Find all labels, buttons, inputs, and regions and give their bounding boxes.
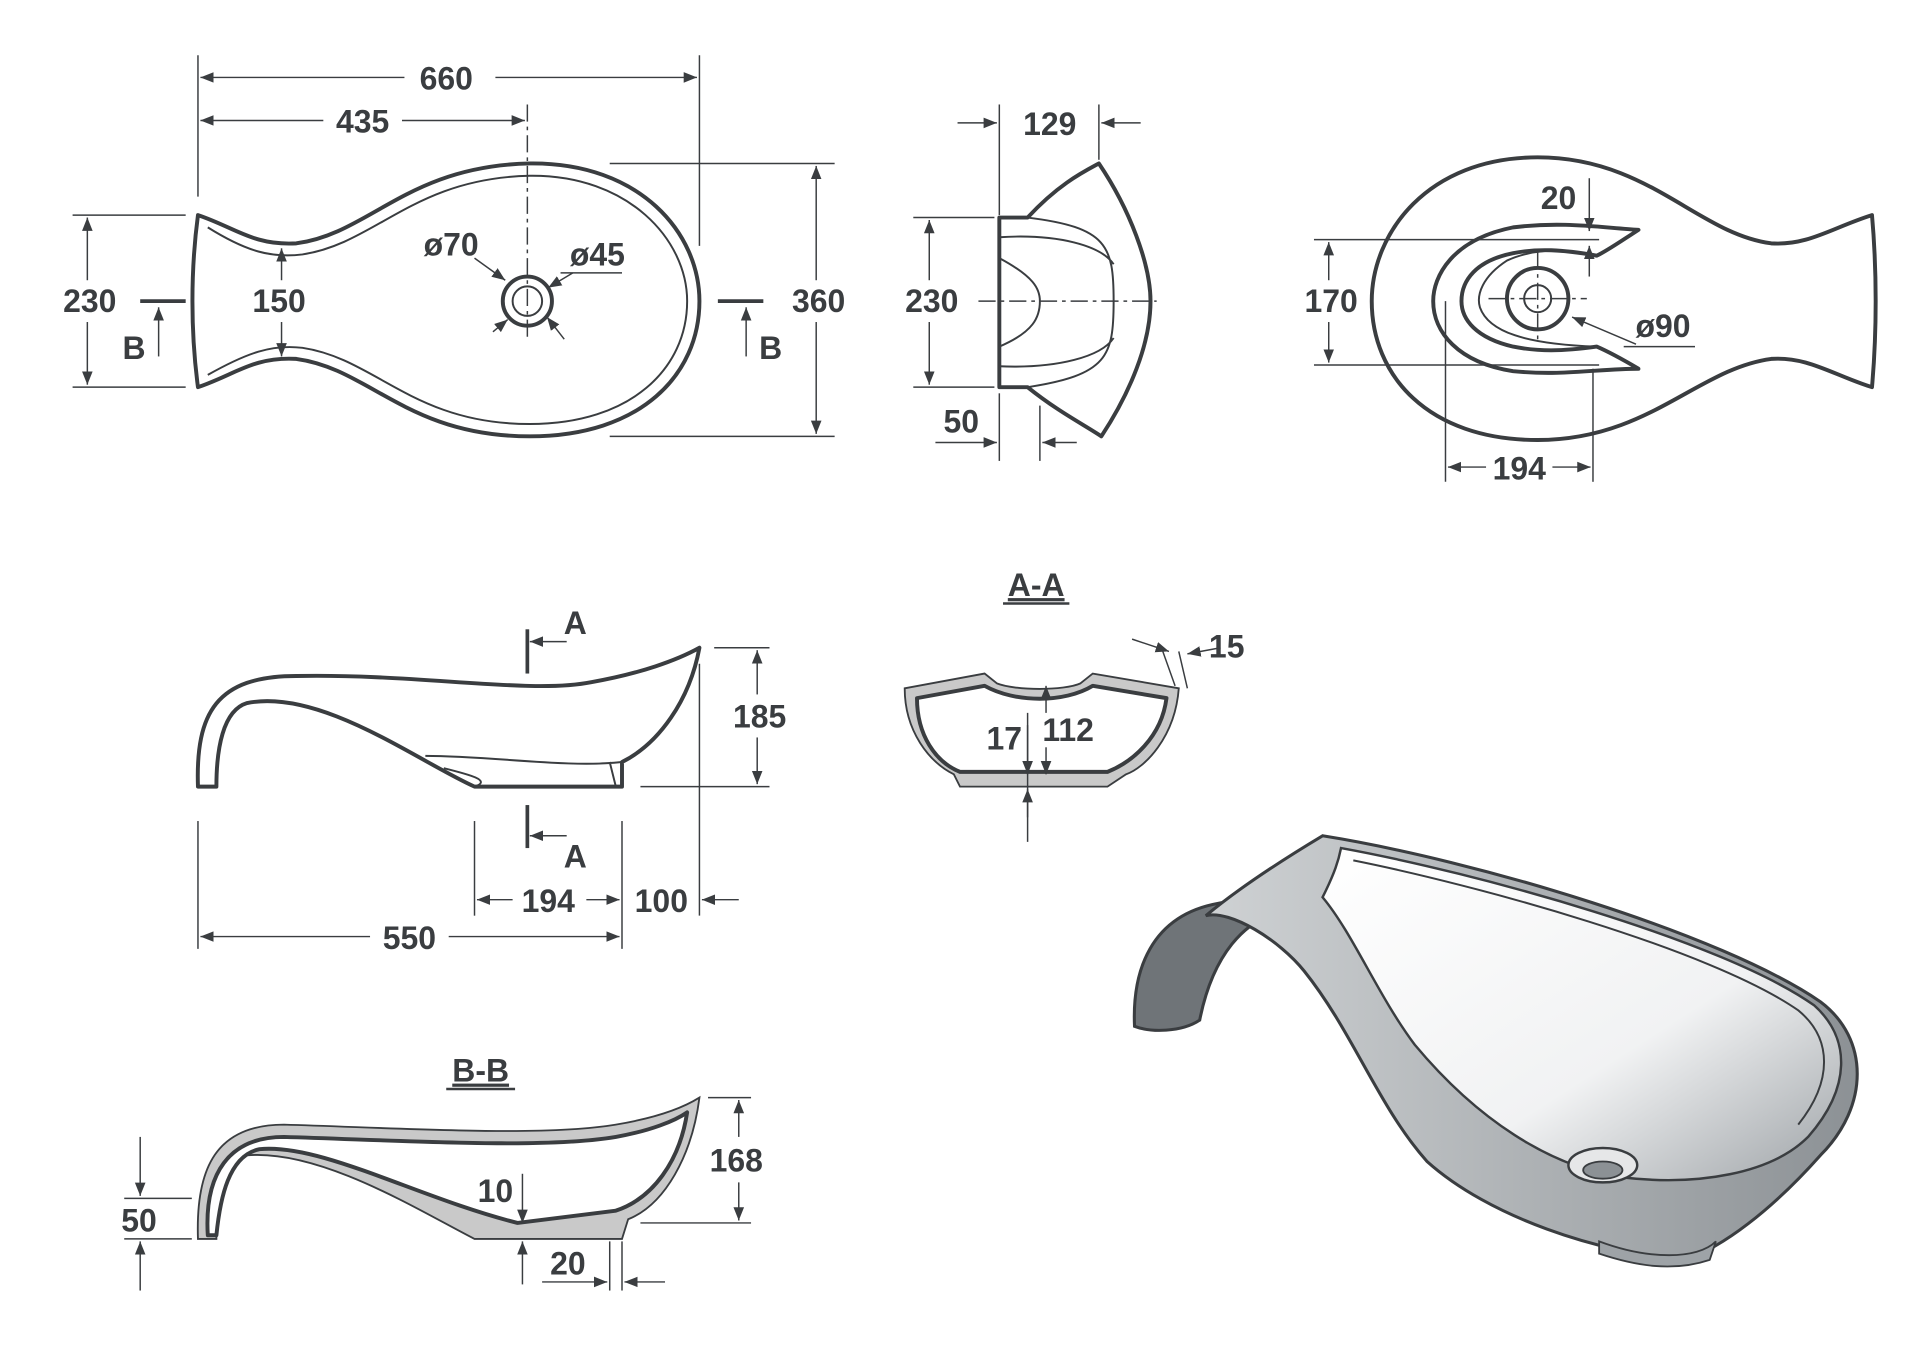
dim-height: 185 (733, 699, 786, 735)
section-aa-title: A-A (1008, 567, 1065, 603)
section-mark-a-bottom: A (564, 839, 587, 875)
dim-foot-height: 170 (1305, 283, 1358, 319)
side-view: A A 185 194 100 550 (195, 605, 786, 956)
dim-drain-position: 550 (383, 920, 436, 956)
dim-bb-base: 10 (478, 1173, 514, 1209)
section-mark-b-left: B (123, 330, 146, 366)
dim-rim: 20 (1541, 180, 1577, 216)
section-b-b: B-B 50 168 10 20 (121, 1053, 763, 1291)
dim-outer-drain-dia: ø70 (424, 227, 479, 263)
section-mark-a-top: A (564, 605, 587, 641)
section-mark-b-right: B (759, 330, 782, 366)
dim-waist-height: 150 (252, 283, 305, 319)
dim-overall-length: 660 (420, 61, 473, 97)
dim-bb-height: 168 (710, 1142, 763, 1178)
dim-depth: 129 (1023, 106, 1076, 142)
bottom-view: 170 20 ø90 194 (1305, 155, 1878, 486)
dim-foot-offset: 20 (550, 1246, 586, 1282)
dim-wall: 15 (1209, 629, 1245, 665)
end-view: 129 230 50 (905, 104, 1157, 461)
dim-overall-width: 360 (792, 283, 845, 319)
dim-side-foot-length: 194 (522, 883, 576, 919)
dim-base: 17 (986, 721, 1022, 757)
dim-section-depth: 112 (1042, 712, 1094, 748)
dim-inner-drain-dia: ø45 (570, 236, 625, 272)
dim-foot-dia: ø90 (1636, 308, 1691, 344)
dim-end-tail-height: 230 (905, 283, 958, 319)
dim-base-width: 50 (943, 404, 979, 440)
dim-bb-tail-height: 50 (121, 1203, 157, 1239)
section-bb-title: B-B (452, 1053, 509, 1089)
section-a-a: A-A 15 17 112 (903, 567, 1245, 842)
basin-top-outline (190, 161, 702, 439)
dim-foot-length: 194 (1493, 450, 1547, 486)
top-view: 660 435 230 150 360 ø70 ø45 B B (63, 55, 845, 439)
dim-tail-height: 230 (63, 283, 116, 319)
basin-3d-render (1132, 834, 1859, 1268)
dim-rear-offset: 100 (635, 883, 688, 919)
dim-drain-offset: 435 (336, 104, 389, 140)
